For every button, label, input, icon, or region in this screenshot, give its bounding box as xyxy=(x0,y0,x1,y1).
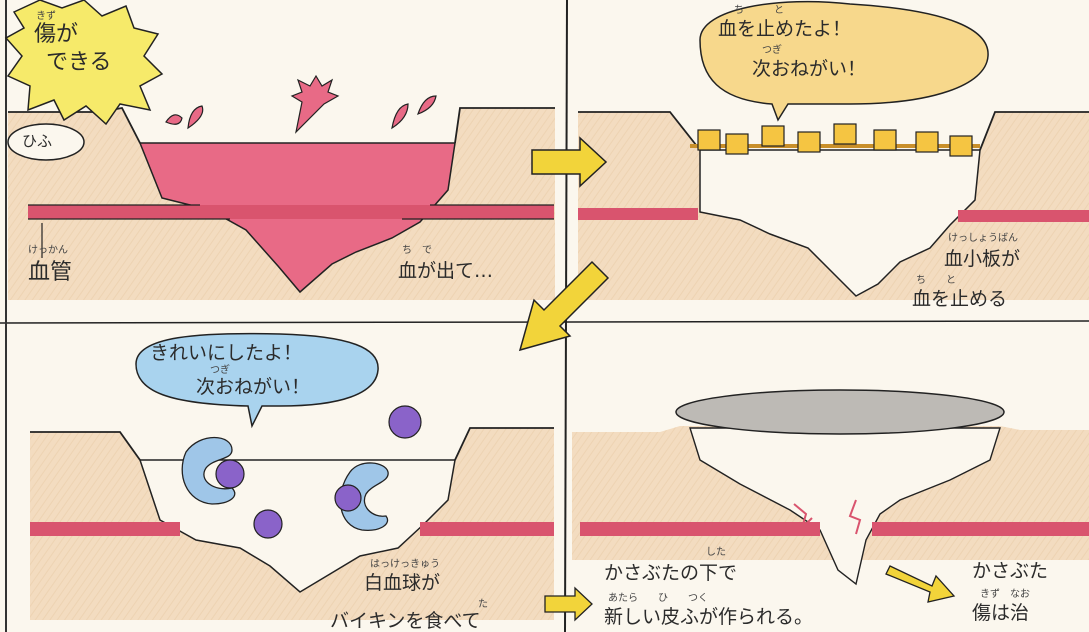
blood-drop xyxy=(188,106,203,128)
platelet-ruby2: ち と xyxy=(916,276,956,286)
p2-bubble-ruby2: つぎ xyxy=(762,46,782,56)
scab-ruby: した xyxy=(706,548,726,558)
scab-line1: かさぶたの下で xyxy=(604,564,737,583)
vessel-label: 血管 xyxy=(28,262,72,284)
germ xyxy=(335,485,361,511)
blood-splash xyxy=(292,76,338,132)
blood-vessel xyxy=(578,208,698,220)
panel-3-white-cells xyxy=(30,262,608,620)
germ xyxy=(389,406,421,438)
platelet xyxy=(762,126,784,146)
wbc-ruby: はっけっきゅう xyxy=(370,560,440,570)
burst-ruby: きず xyxy=(36,12,56,22)
platelet xyxy=(726,134,748,154)
burst-line1: 傷が xyxy=(34,24,78,46)
panel-1-wound xyxy=(6,0,555,300)
end-line2: 傷は治 xyxy=(972,604,1029,623)
platelet xyxy=(798,132,820,152)
panel-4-scab xyxy=(545,390,1089,620)
end-line1: かさぶた xyxy=(972,562,1048,581)
scab-line2: 新しい皮ふが作られる。 xyxy=(604,608,813,627)
p2-bubble-ruby1: ち と xyxy=(734,6,784,16)
platelet xyxy=(834,124,856,144)
p2-bubble-line2: 次おねがい！ xyxy=(752,60,866,79)
blood-vessel xyxy=(420,522,554,536)
platelet xyxy=(698,130,720,150)
blood-vessel xyxy=(28,205,554,219)
wbc-line1: 白血球が xyxy=(364,574,440,593)
blood-drop xyxy=(166,115,182,124)
vessel-ruby: けっかん xyxy=(28,246,68,256)
blood-ruby: ち で xyxy=(402,246,432,256)
platelet xyxy=(950,136,972,156)
platelet-line1: 血小板が xyxy=(944,250,1020,269)
blood-drop xyxy=(418,96,436,114)
platelet xyxy=(916,132,938,152)
wbc-line2: バイキンを食べて xyxy=(330,612,481,631)
germ xyxy=(254,510,282,538)
blood-vessel xyxy=(580,522,820,536)
p3-bubble-line1: きれいにしたよ！ xyxy=(150,344,302,363)
platelet-ruby: けっしょうばん xyxy=(948,234,1018,244)
germ xyxy=(216,460,244,488)
blood-vessel xyxy=(958,210,1089,222)
arrow-down-right xyxy=(886,566,954,602)
skin-label: ひふ xyxy=(22,134,52,149)
end-ruby: きず なお xyxy=(980,590,1030,600)
platelet xyxy=(874,130,896,150)
scab-ruby2: あたら ひ つく xyxy=(608,594,708,604)
blood-text: 血が出て… xyxy=(398,262,493,281)
scab xyxy=(676,390,1004,434)
p2-bubble-line1: 血を止めたよ！ xyxy=(718,20,851,39)
p3-bubble-ruby2: つぎ xyxy=(210,366,230,376)
blood-vessel xyxy=(30,522,180,536)
platelet-line2: 血を止める xyxy=(912,290,1007,309)
p3-bubble-line2: 次おねがい！ xyxy=(196,378,310,397)
burst-line2: できる xyxy=(46,52,112,74)
wbc-ruby2: た xyxy=(478,600,488,610)
blood-vessel xyxy=(872,522,1089,536)
blood-drop xyxy=(392,104,408,128)
